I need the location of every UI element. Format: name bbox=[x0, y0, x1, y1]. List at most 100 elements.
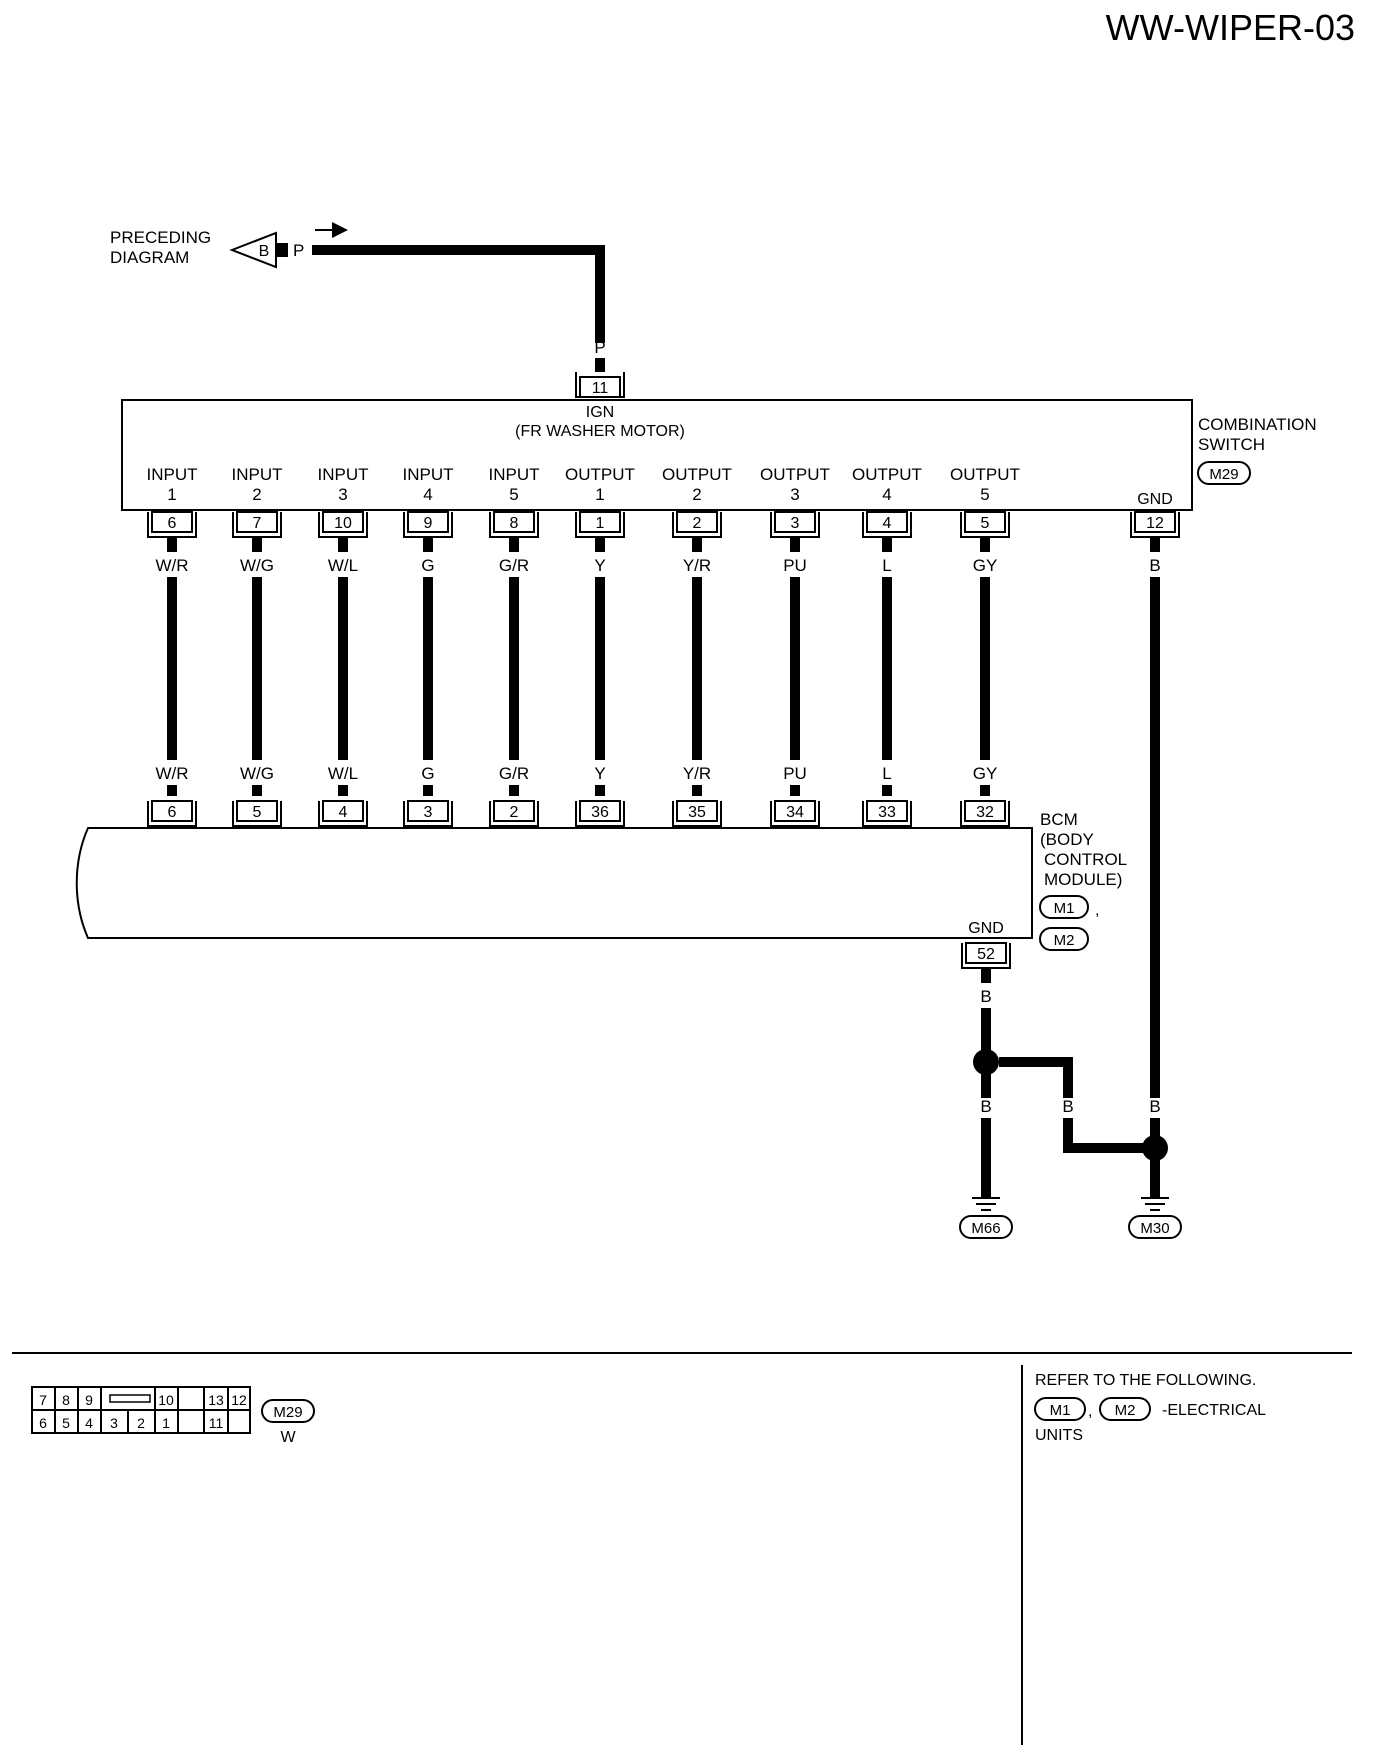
bcm-pin-number: 6 bbox=[168, 804, 177, 821]
switch-gnd-wire-color: B bbox=[1149, 556, 1160, 575]
m29-face-oval bbox=[261, 1399, 315, 1423]
wire-color-bottom: Y bbox=[594, 764, 605, 783]
switch-terminal-label: INPUT bbox=[232, 465, 283, 484]
switch-terminal-label: OUTPUT bbox=[565, 465, 635, 484]
refer-m2-label: M2 bbox=[1115, 1402, 1136, 1419]
bcm-pin-bracket bbox=[147, 801, 197, 827]
m2-connector-oval bbox=[1039, 927, 1089, 951]
switch-pin-box bbox=[774, 511, 816, 533]
switch-gnd-pin-box bbox=[1134, 511, 1176, 533]
wire-color-bottom: PU bbox=[783, 764, 807, 783]
m30-ground-label: M30 bbox=[1140, 1220, 1169, 1237]
switch-pin-number: 10 bbox=[334, 515, 352, 532]
bcm-gnd-label: GND bbox=[968, 920, 1004, 937]
wire-color-bottom: W/G bbox=[240, 764, 274, 783]
wire-color-top: PU bbox=[783, 556, 807, 575]
ign-label: IGN bbox=[586, 404, 614, 421]
ign-pin-number: 11 bbox=[592, 380, 609, 397]
wire-p bbox=[312, 245, 605, 343]
switch-pin-number: 7 bbox=[253, 515, 262, 532]
switch-terminal-number: 5 bbox=[980, 485, 989, 504]
bcm-pin-number: 5 bbox=[253, 804, 262, 821]
ground-splice-left bbox=[973, 1049, 999, 1075]
switch-terminal-number: 3 bbox=[338, 485, 347, 504]
preceding-label-line1: PRECEDING bbox=[110, 228, 211, 247]
bcm-name-line3: CONTROL bbox=[1044, 850, 1127, 869]
bcm-pin-box bbox=[493, 800, 535, 822]
ground-branch-wire-upper bbox=[999, 1057, 1073, 1098]
bcm-gnd-pin-number: 52 bbox=[977, 946, 995, 963]
bcm-pin-box bbox=[322, 800, 364, 822]
bcm-pin-box bbox=[676, 800, 718, 822]
bcm-pin-number: 34 bbox=[786, 804, 804, 821]
bcm-pin-bracket bbox=[489, 801, 539, 827]
switch-pin-number: 6 bbox=[168, 515, 177, 532]
cavity-label: 2 bbox=[137, 1415, 145, 1431]
wire-color-top: W/R bbox=[155, 556, 188, 575]
preceding-connector-triangle bbox=[229, 231, 277, 269]
connector-latch bbox=[109, 1394, 151, 1403]
switch-pin-number: 4 bbox=[883, 515, 892, 532]
ign-wire-color: P bbox=[594, 338, 605, 357]
switch-terminal-label: OUTPUT bbox=[950, 465, 1020, 484]
bcm-gnd-wire-color-upper: B bbox=[980, 987, 991, 1006]
bcm-pin-box bbox=[964, 800, 1006, 822]
cavity-label: 4 bbox=[85, 1415, 93, 1431]
wire-color-bottom: W/L bbox=[328, 764, 358, 783]
wire-color-top: GY bbox=[973, 556, 998, 575]
preceding-connector-letter: B bbox=[259, 243, 270, 260]
switch-pin-box bbox=[676, 511, 718, 533]
cavity-label: 11 bbox=[209, 1415, 224, 1431]
bcm-pin-number: 35 bbox=[688, 804, 706, 821]
switch-terminal-number: 4 bbox=[882, 485, 891, 504]
switch-terminal-label: INPUT bbox=[489, 465, 540, 484]
bcm-gnd-wire-color-lower: B bbox=[980, 1097, 991, 1116]
cavity-label: 12 bbox=[231, 1392, 247, 1408]
ign-sublabel: (FR WASHER MOTOR) bbox=[515, 423, 685, 440]
bcm-name-line1: BCM bbox=[1040, 810, 1078, 829]
refer-m2-oval bbox=[1099, 1397, 1151, 1421]
combination-switch-name-line1: COMBINATION bbox=[1198, 415, 1317, 434]
switch-terminal-number: 2 bbox=[692, 485, 701, 504]
bcm-pin-bracket bbox=[318, 801, 368, 827]
bcm-pin-bracket bbox=[960, 801, 1010, 827]
wire-color-top: W/G bbox=[240, 556, 274, 575]
cavity-label: 13 bbox=[208, 1392, 224, 1408]
wire-color-bottom: L bbox=[882, 764, 891, 783]
switch-pin-box bbox=[964, 511, 1006, 533]
bcm-pin-bracket bbox=[770, 801, 820, 827]
bcm-pin-number: 32 bbox=[976, 804, 994, 821]
bcm-pin-box bbox=[151, 800, 193, 822]
switch-terminal-label: OUTPUT bbox=[760, 465, 830, 484]
switch-terminal-label: OUTPUT bbox=[662, 465, 732, 484]
bcm-pin-box bbox=[774, 800, 816, 822]
bcm-pin-box bbox=[236, 800, 278, 822]
bcm-box bbox=[75, 827, 1033, 939]
bcm-pin-number: 4 bbox=[339, 804, 348, 821]
wire-color-top: W/L bbox=[328, 556, 358, 575]
m1-connector-label: M1 bbox=[1054, 900, 1075, 917]
cavity-label: 7 bbox=[39, 1392, 47, 1408]
switch-pin-box bbox=[866, 511, 908, 533]
switch-pin-number: 8 bbox=[510, 515, 519, 532]
connector-face-m29 bbox=[31, 1386, 251, 1434]
wire-color-top: G/R bbox=[499, 556, 529, 575]
m66-ground-oval bbox=[959, 1215, 1013, 1239]
switch-terminal-number: 2 bbox=[252, 485, 261, 504]
switch-pin-box bbox=[236, 511, 278, 533]
switch-terminal-number: 5 bbox=[509, 485, 518, 504]
ground-m30-icon bbox=[1141, 1197, 1169, 1211]
bcm-pin-bracket bbox=[575, 801, 625, 827]
switch-pin-box bbox=[407, 511, 449, 533]
cavity-label: 10 bbox=[158, 1392, 174, 1408]
switch-gnd-label: GND bbox=[1137, 491, 1173, 508]
bcm-name-line2: (BODY bbox=[1040, 830, 1094, 849]
bcm-pin-number: 2 bbox=[510, 804, 519, 821]
refer-separator: , bbox=[1088, 1403, 1092, 1420]
refer-suffix: -ELECTRICAL bbox=[1162, 1402, 1266, 1419]
refer-m1-label: M1 bbox=[1050, 1402, 1071, 1419]
switch-pin-number: 3 bbox=[791, 515, 800, 532]
m66-ground-label: M66 bbox=[971, 1220, 1000, 1237]
combination-switch-box bbox=[121, 399, 1193, 511]
